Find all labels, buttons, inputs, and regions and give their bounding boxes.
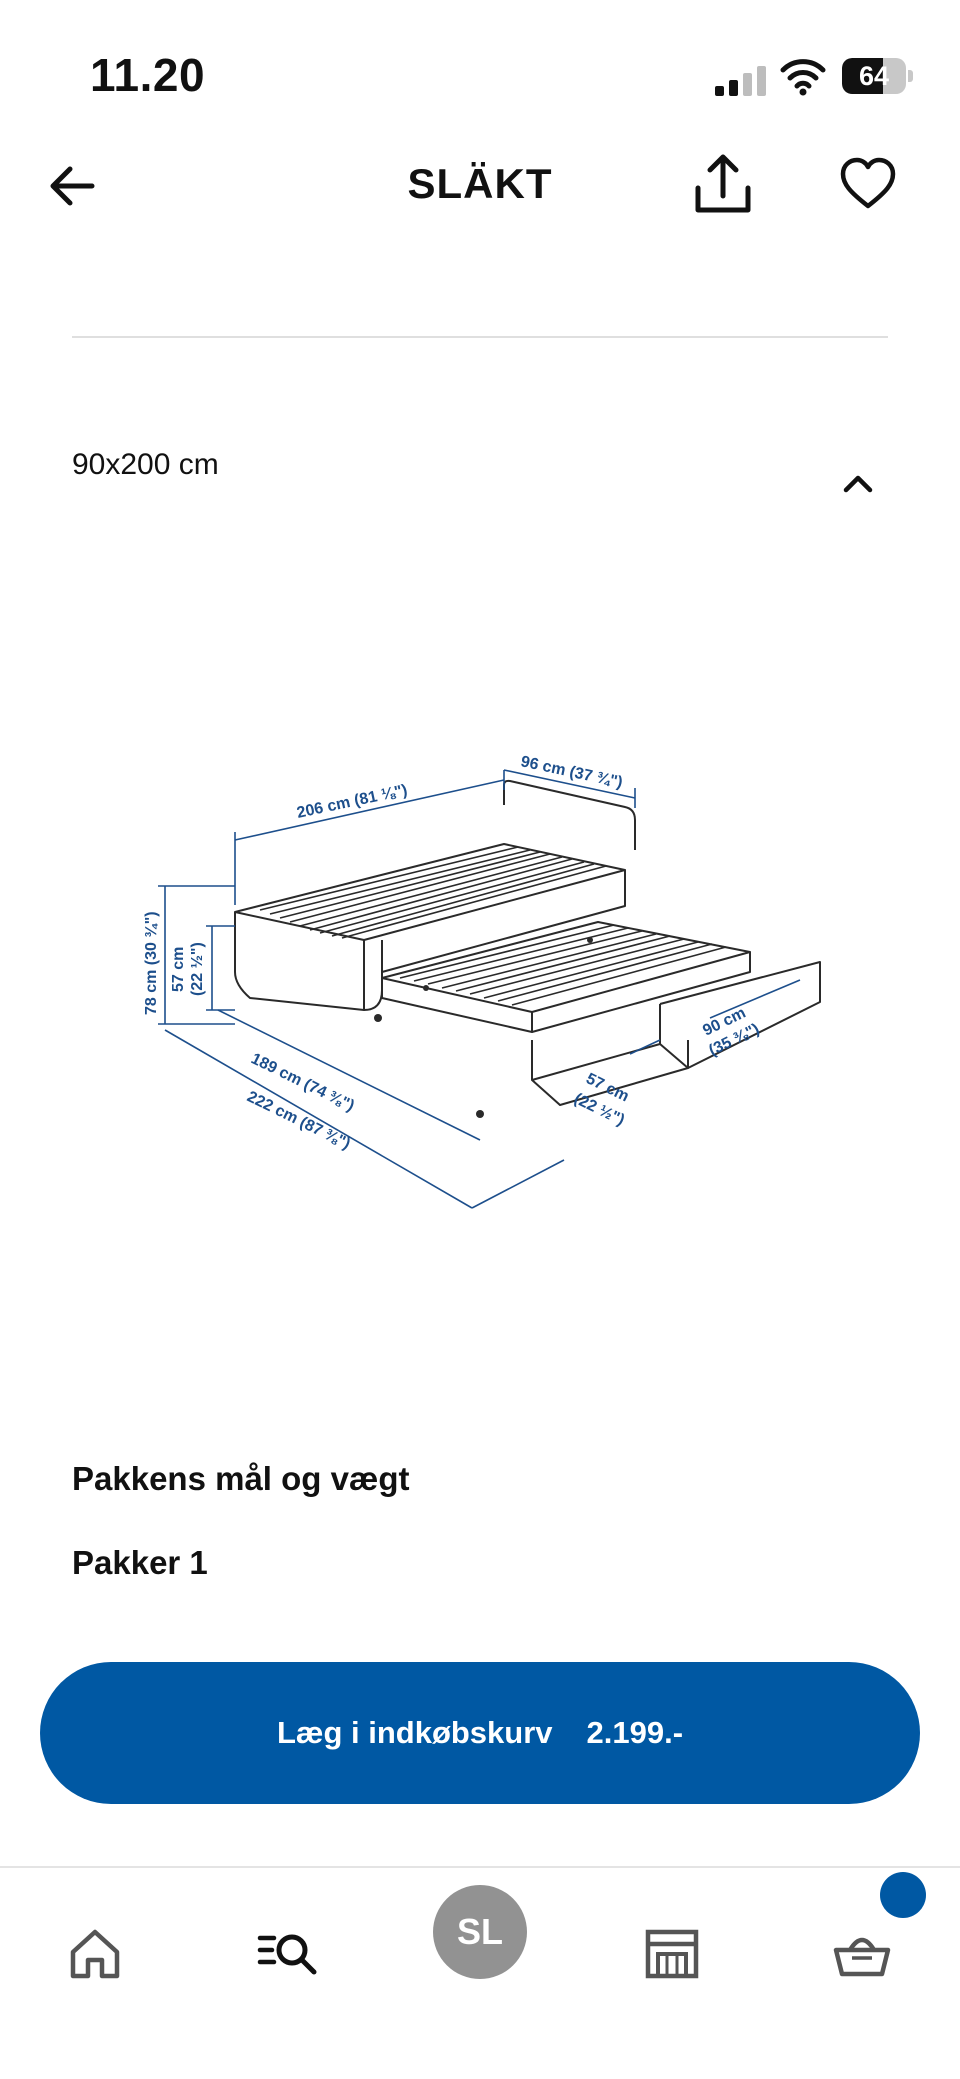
- share-icon: [695, 154, 751, 213]
- heart-icon: [840, 157, 896, 209]
- dim-side-height-in: (22 ½"): [189, 942, 206, 996]
- chevron-up-icon: [843, 475, 873, 493]
- tab-bar: SL: [0, 1868, 960, 2079]
- tab-home[interactable]: [45, 1904, 145, 2004]
- dim-side-height: 57 cm: [170, 947, 187, 992]
- status-time: 11.20: [90, 49, 206, 101]
- size-label: 90x200 cm: [72, 448, 219, 481]
- product-price: 2.199.-: [586, 1715, 684, 1750]
- tab-cart[interactable]: [812, 1904, 912, 2004]
- add-to-cart-button[interactable]: Læg i indkøbskurv 2.199.-: [40, 1662, 920, 1804]
- cart-badge: [880, 1872, 926, 1918]
- home-icon: [70, 1929, 120, 1979]
- page-title: SLÄKT: [407, 160, 553, 207]
- avatar[interactable]: SL: [433, 1885, 527, 1979]
- dim-height: 78 cm (30 ¾"): [143, 911, 160, 1015]
- battery-indicator: 64: [842, 58, 913, 94]
- section-divider: [72, 336, 888, 338]
- search-icon: [257, 1934, 317, 1975]
- battery-body: 64: [842, 58, 906, 94]
- back-button[interactable]: [44, 156, 104, 216]
- nav-header: SLÄKT: [0, 140, 960, 230]
- status-bar: 11.20 64: [0, 0, 960, 150]
- battery-cap: [908, 70, 913, 82]
- size-accordion[interactable]: 90x200 cm: [72, 430, 888, 530]
- shopping-basket-icon: [833, 1937, 891, 1977]
- tab-search[interactable]: [236, 1904, 336, 2004]
- wifi-icon: [780, 59, 826, 96]
- store-icon: [645, 1929, 699, 1979]
- tab-bar-divider: [0, 1866, 960, 1868]
- arrow-left-icon: [50, 166, 95, 206]
- package-section-title: Pakkens mål og vægt: [72, 1460, 410, 1497]
- add-to-cart-label: Læg i indkøbskurv: [276, 1715, 553, 1750]
- tab-stores[interactable]: [622, 1904, 722, 2004]
- share-button[interactable]: [690, 150, 756, 220]
- battery-percent: 64: [858, 61, 890, 91]
- dim-length-total: 206 cm (81 ⅛"): [295, 782, 409, 822]
- battery-fill: [842, 58, 883, 94]
- signal-icon: [715, 66, 766, 96]
- package-count: Pakker 1: [72, 1544, 208, 1581]
- favorite-button[interactable]: [838, 154, 898, 214]
- bed-dimension-diagram: 206 cm (81 ⅛") 96 cm (37 ¾") 78 cm (30 ¾…: [143, 753, 821, 1209]
